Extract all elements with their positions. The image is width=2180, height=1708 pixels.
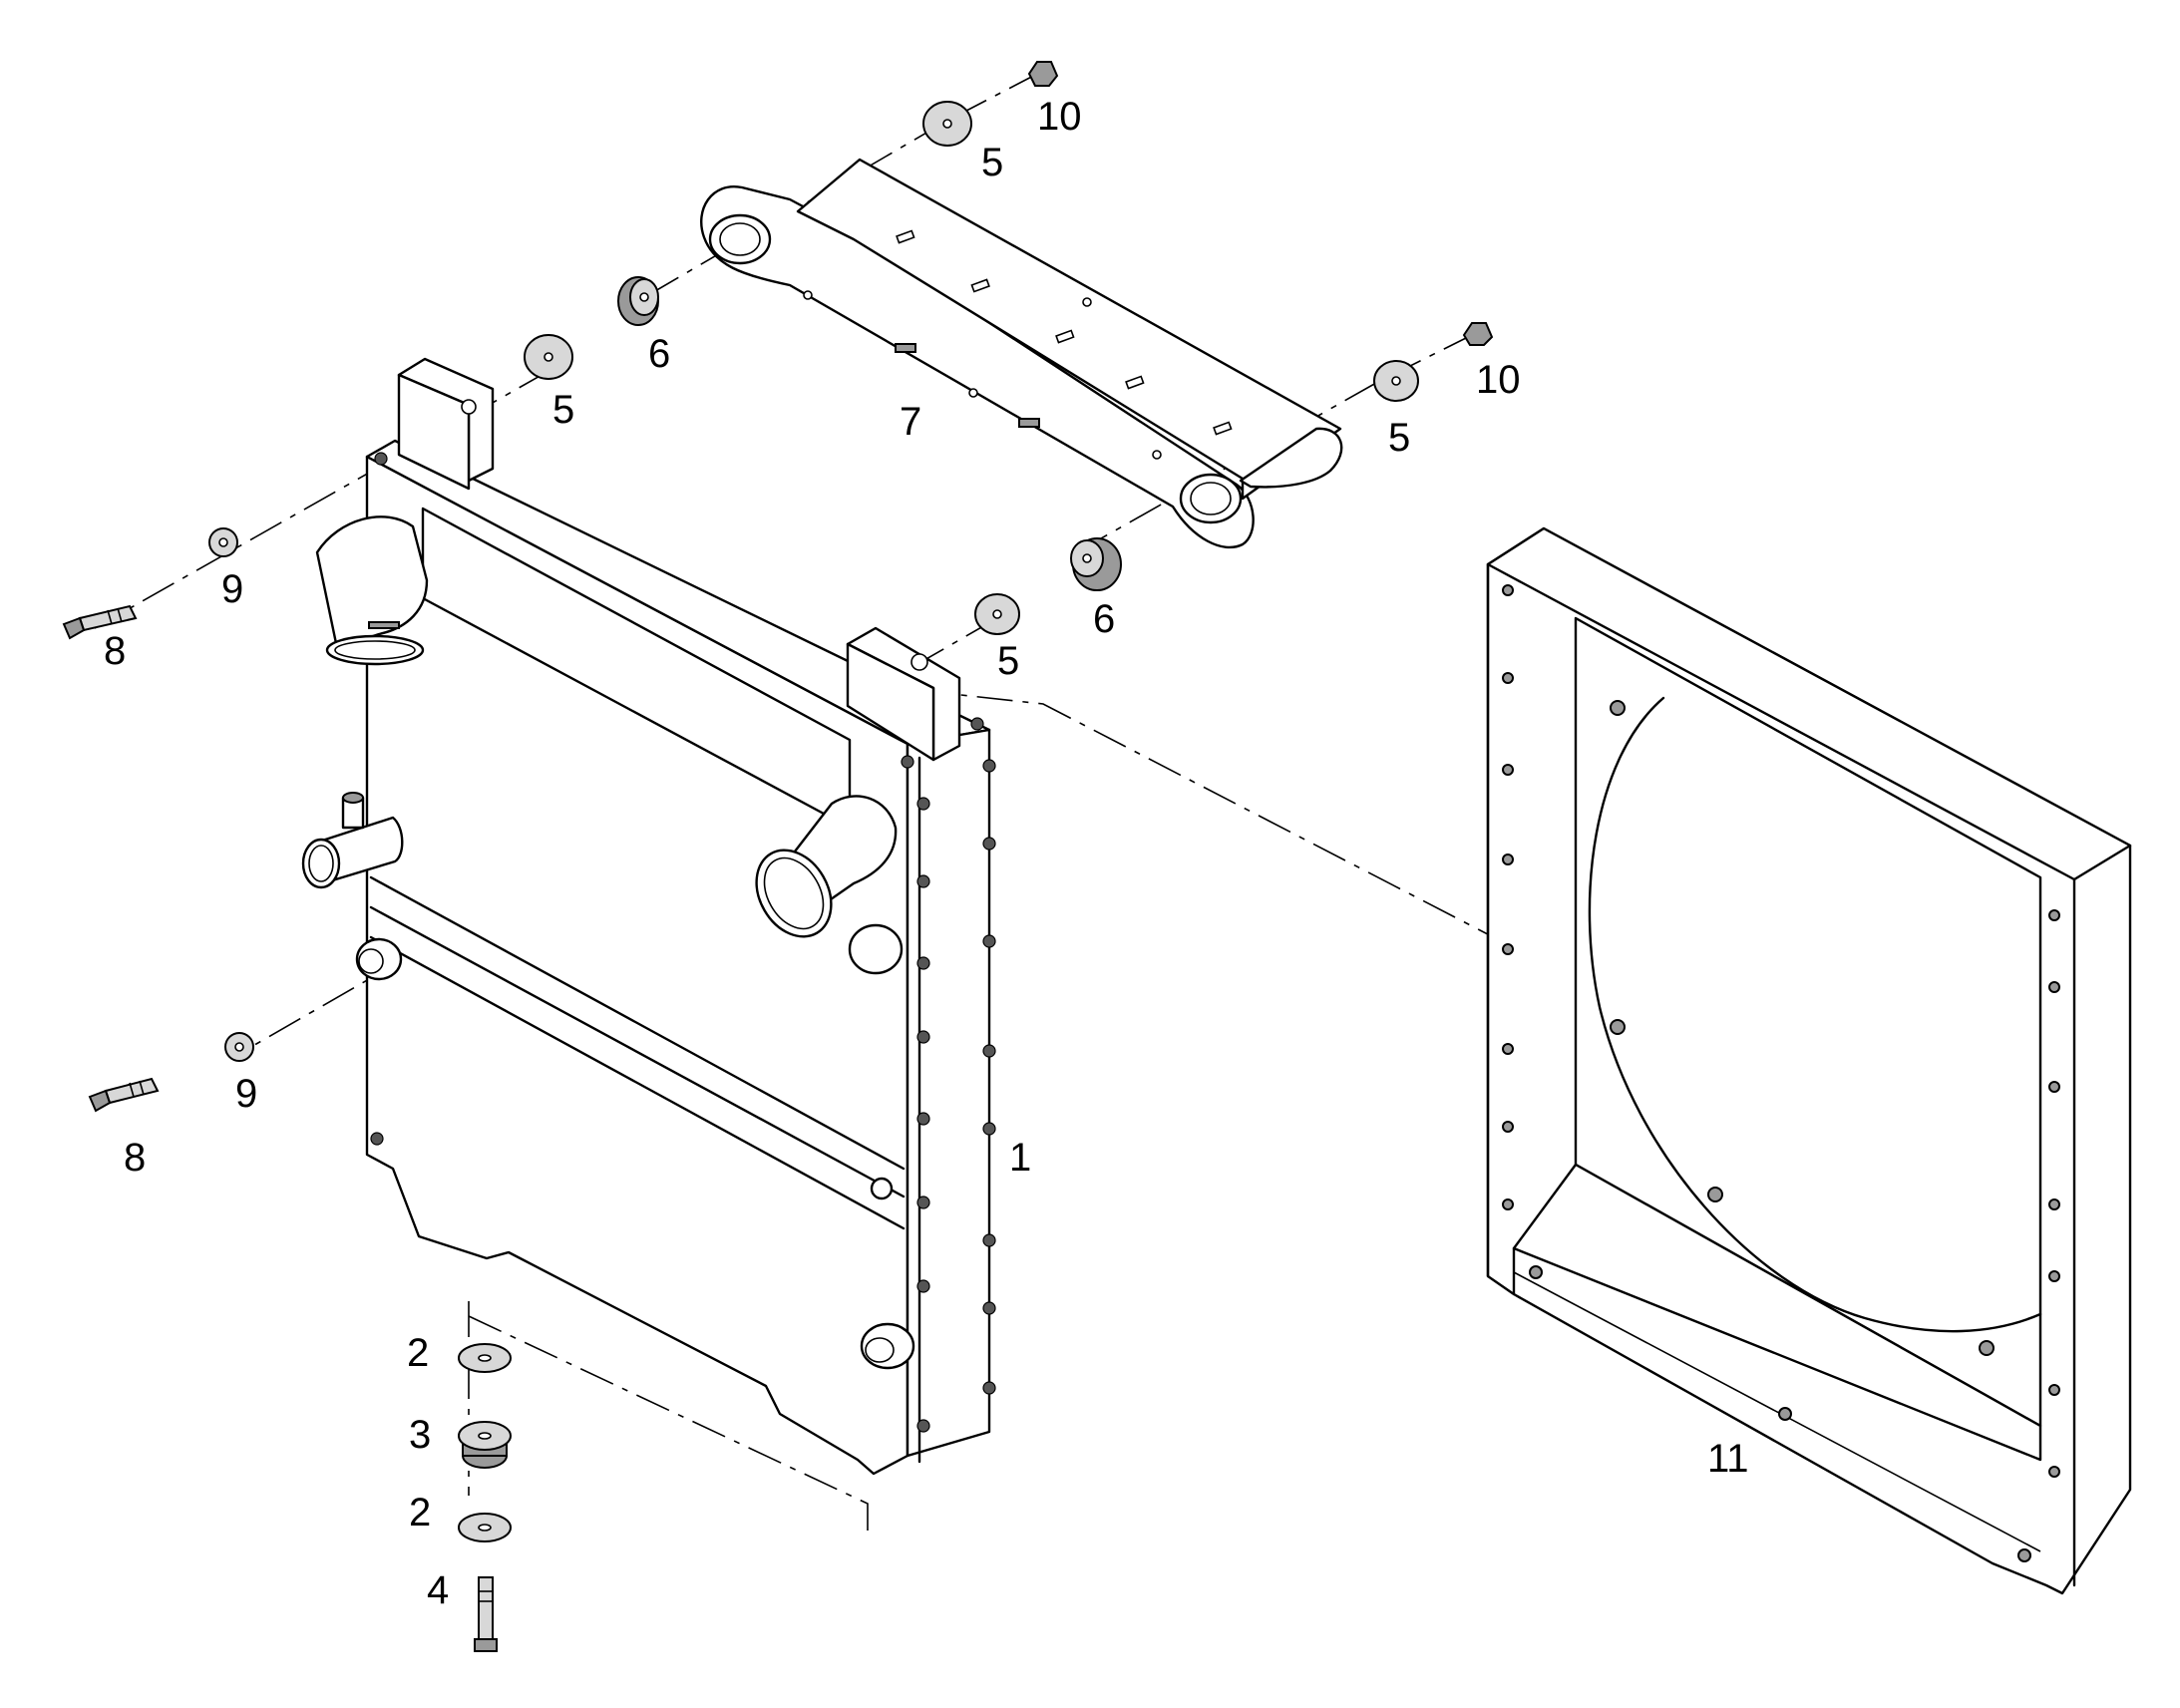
- bolt-8-upper: [62, 604, 138, 640]
- callout-9-lower: 9: [235, 1072, 257, 1116]
- callout-8-upper: 8: [104, 629, 126, 673]
- side-tee-fitting: [301, 792, 404, 889]
- grommet-6-upper: [617, 276, 659, 326]
- washer-9-lower: [224, 1032, 254, 1062]
- upper-mount-bracket-right: [846, 626, 961, 762]
- washer-5-left: [524, 334, 573, 380]
- washer-5-top: [922, 101, 972, 147]
- mounting-bar: [700, 158, 1343, 549]
- callout-10-top: 10: [1037, 95, 1082, 139]
- washer-2-upper: [458, 1343, 512, 1373]
- washer-2-lower: [458, 1513, 512, 1542]
- core-stub-fittings: [355, 923, 915, 1370]
- callout-1: 1: [1009, 1136, 1031, 1180]
- washer-5-right: [1373, 360, 1419, 402]
- callout-9-upper: 9: [221, 567, 243, 611]
- callout-6-lower: 6: [1093, 597, 1115, 641]
- fan-shroud: [1486, 526, 2132, 1595]
- washer-9-upper: [208, 527, 238, 557]
- upper-mount-bracket-left: [397, 357, 495, 491]
- core-side-bolts: [370, 452, 996, 1433]
- callout-5-left: 5: [552, 388, 574, 432]
- washer-5-mid: [974, 593, 1020, 635]
- callout-5-top: 5: [981, 141, 1003, 184]
- callout-3: 3: [409, 1413, 431, 1457]
- upper-elbow-pipe: [315, 515, 429, 666]
- bolt-4: [474, 1576, 498, 1652]
- callout-10-right: 10: [1476, 358, 1521, 402]
- mounting-bar-slots: [803, 229, 1233, 460]
- right-elbow-pipe: [755, 795, 898, 938]
- callout-2-lower: 2: [409, 1491, 431, 1535]
- callout-4: 4: [427, 1568, 449, 1612]
- grommet-6-lower: [1070, 537, 1122, 591]
- callout-6-upper: 6: [648, 332, 670, 376]
- callout-2-upper: 2: [407, 1331, 429, 1375]
- nut-10-top: [1027, 61, 1059, 87]
- callout-5-mid: 5: [997, 639, 1019, 683]
- nut-10-right: [1462, 322, 1494, 346]
- isolator-3: [458, 1421, 512, 1469]
- callout-11: 11: [1707, 1437, 1749, 1481]
- callout-labels: 1 2 2 3 4 5 5 5 5 6 6 7 8 8 9 9 10 10 11: [104, 95, 1749, 1612]
- shroud-mounting-holes: [1502, 584, 2060, 1562]
- callout-8-lower: 8: [124, 1136, 146, 1180]
- callout-7: 7: [900, 400, 921, 444]
- bolt-8-lower: [88, 1077, 160, 1113]
- cooler-core: [301, 357, 996, 1476]
- callout-5-right: 5: [1388, 416, 1410, 460]
